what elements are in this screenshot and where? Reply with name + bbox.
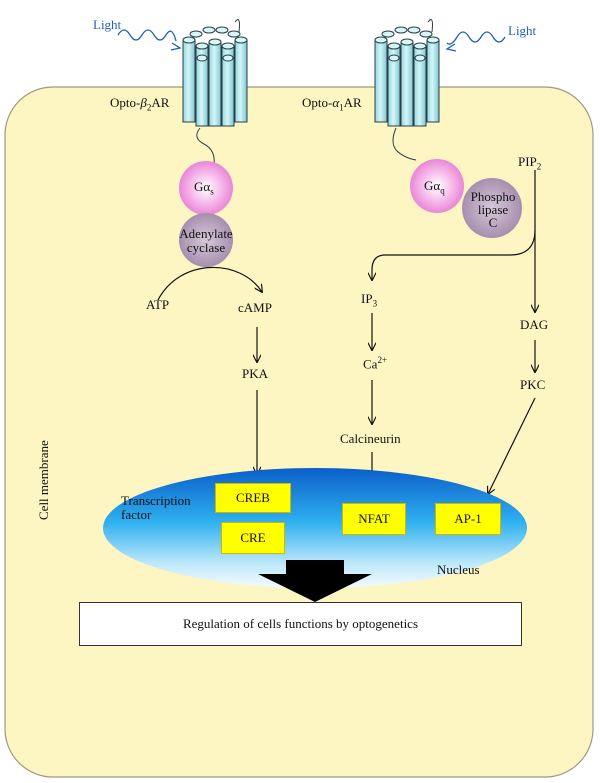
creb-box: CREB — [215, 483, 291, 513]
g-alpha-q-sphere — [410, 159, 464, 213]
ip3-label: IP3 — [361, 291, 378, 309]
pkc-to-ap1-arrow — [488, 397, 536, 494]
camp-label: cAMP — [238, 300, 272, 315]
calcineurin-label: Calcineurin — [340, 431, 401, 446]
light-wave-left — [117, 29, 177, 42]
opto-beta2ar-receptor — [182, 19, 248, 167]
light-label-left: Light — [93, 17, 122, 32]
nucleus — [103, 468, 527, 588]
ap1-box: AP-1 — [435, 503, 501, 535]
light-label-right: Light — [508, 23, 537, 38]
opto-alpha1ar-receptor — [374, 19, 440, 161]
pip2-to-ip3-arrow — [372, 170, 536, 280]
opto-beta2ar-label: Opto-β2AR — [110, 95, 170, 113]
dag-label: DAG — [520, 317, 549, 332]
cre-box: CRE — [221, 522, 285, 554]
g-alpha-s-label: Gαs — [194, 179, 214, 197]
phospholipase-c-sphere — [462, 178, 522, 238]
opto-alpha1ar-label: Opto-α1AR — [302, 95, 362, 113]
nucleus-label: Nucleus — [437, 562, 480, 577]
light-wave-right — [446, 31, 506, 45]
g-alpha-q-label: Gαq — [424, 178, 445, 196]
pkc-label: PKC — [520, 377, 546, 392]
regulation-arrow — [258, 560, 372, 602]
adenylate-cyclase-sphere — [179, 213, 233, 267]
atp-to-camp-arrow — [157, 266, 262, 301]
pka-label: PKA — [242, 366, 269, 381]
pip2-label: PIP2 — [518, 154, 542, 172]
regulation-box: Regulation of cells functions by optogen… — [79, 602, 522, 646]
g-alpha-s-sphere — [179, 161, 233, 215]
ca-label: Ca2+ — [363, 355, 388, 372]
cell-membrane-label: Cell membrane — [36, 440, 51, 520]
atp-label: ATP — [146, 297, 170, 312]
nfat-box: NFAT — [342, 503, 406, 535]
